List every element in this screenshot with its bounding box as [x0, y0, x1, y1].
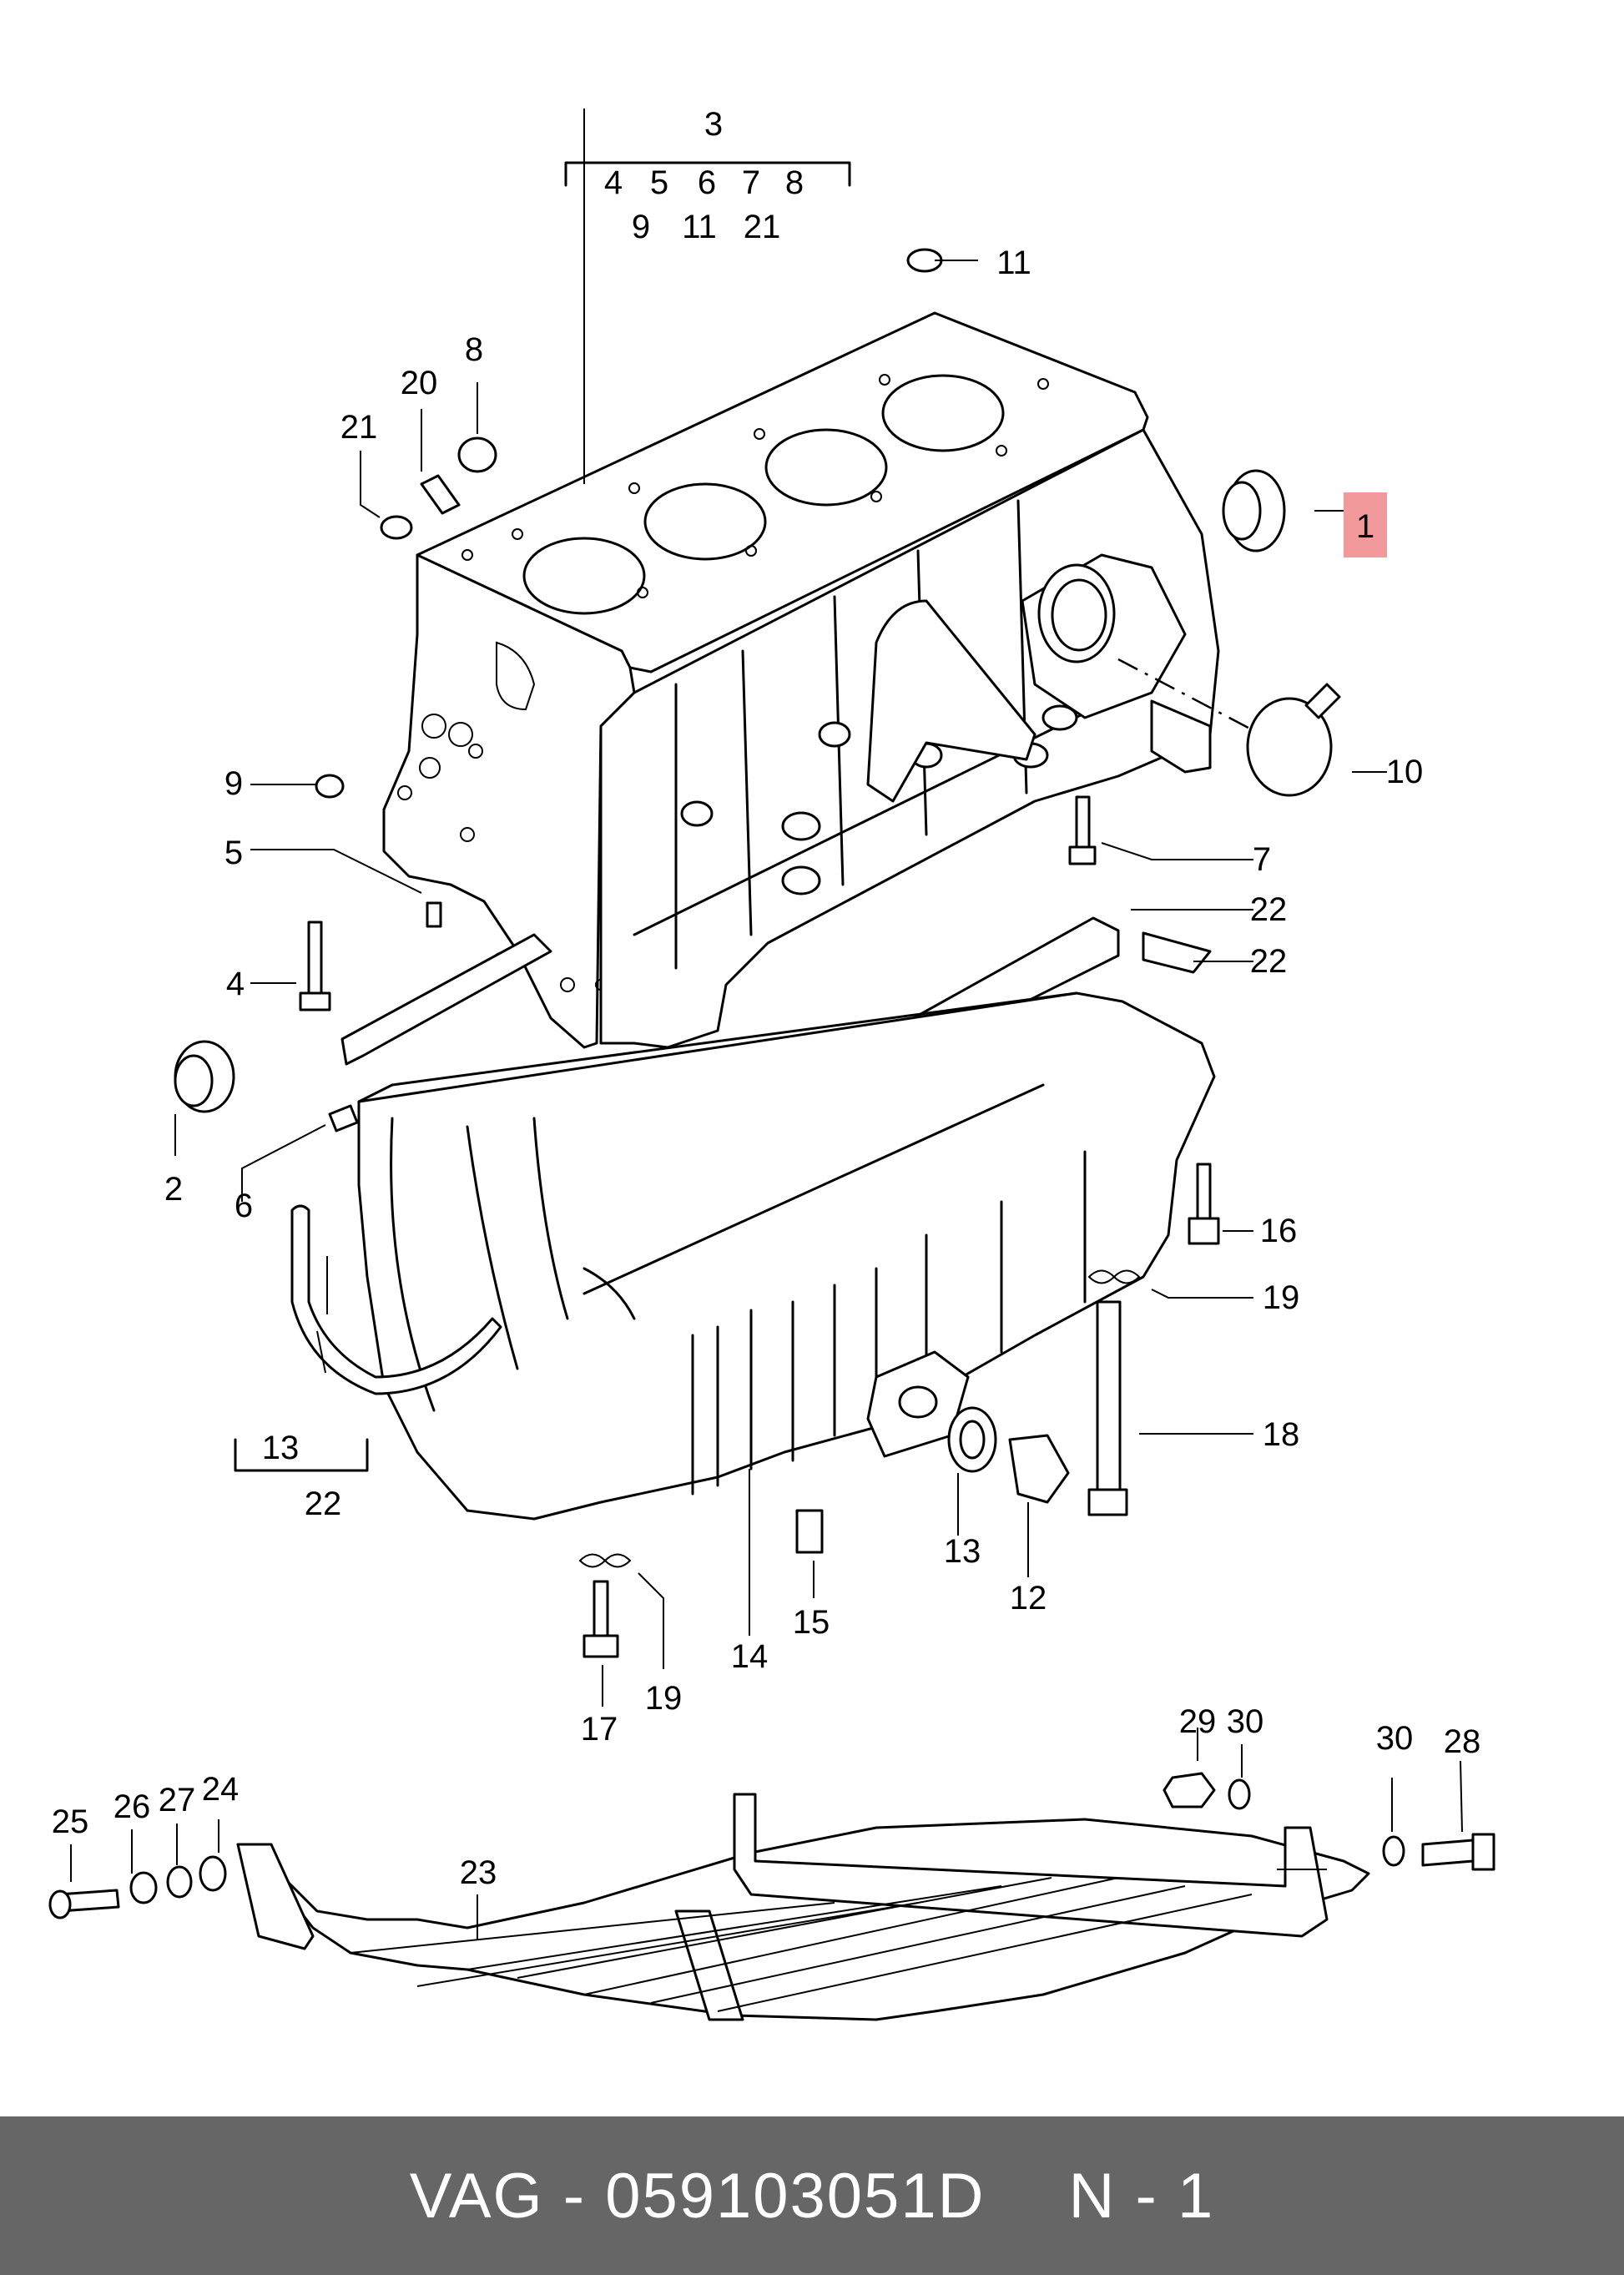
callout-12: 12: [1010, 1580, 1047, 1617]
group-brackets: [234, 161, 851, 1472]
ref-number: 1: [1177, 2160, 1215, 2232]
brand-separator: -: [562, 2160, 587, 2232]
rear-seal-strip: [290, 1204, 502, 1395]
ref-prefix: N: [1068, 2160, 1117, 2232]
callout-24: 24: [202, 1771, 240, 1808]
callout-25: 25: [52, 1803, 89, 1840]
oil-pan: [357, 991, 1216, 1521]
callout-27: 27: [159, 1782, 196, 1818]
callout-29: 29: [1179, 1703, 1217, 1740]
callout-3-group-8: 8: [785, 164, 804, 201]
callout-3-group-9: 9: [632, 209, 650, 245]
exploded-parts-diagram: 1 3 4 5 6 7 8 9 11 21 11 8 20 21 9 5 4 2…: [48, 106, 1495, 2021]
callout-26: 26: [113, 1788, 151, 1825]
callout-11: 11: [996, 245, 1031, 281]
callout-13-left: 13: [262, 1430, 300, 1466]
callout-13-right: 13: [944, 1533, 981, 1570]
callout-22-middle: 22: [1250, 943, 1288, 980]
callout-3-group-4: 4: [604, 164, 623, 201]
callout-7: 7: [1253, 841, 1271, 878]
callout-10: 10: [1386, 754, 1424, 790]
callout-19-bottom: 19: [645, 1680, 683, 1717]
ref-separator: -: [1135, 2160, 1158, 2232]
callout-9: 9: [224, 765, 243, 802]
callout-23: 23: [460, 1854, 497, 1891]
callout-4: 4: [226, 966, 245, 1002]
callout-14: 14: [731, 1638, 769, 1675]
callout-30-right: 30: [1376, 1720, 1414, 1757]
part-number-footer: VAG - 059103051D N - 1: [0, 2116, 1624, 2275]
callout-28: 28: [1444, 1723, 1481, 1760]
brand-label: VAG: [409, 2160, 544, 2232]
callout-3-group-7: 7: [742, 164, 760, 201]
callout-15: 15: [793, 1604, 830, 1641]
callout-5: 5: [224, 835, 243, 871]
oil-pan-baffle: [236, 1793, 1370, 2021]
callout-19-right: 19: [1263, 1279, 1300, 1316]
callout-labels: 1 3 4 5 6 7 8 9 11 21 11 8 20 21 9 5 4 2…: [52, 106, 1481, 1891]
callout-1-highlight: [1344, 492, 1387, 557]
callout-21: 21: [340, 409, 378, 446]
callout-1: 1: [1356, 508, 1374, 545]
callout-3: 3: [704, 106, 723, 143]
engine-block: [382, 311, 1278, 1049]
callout-2: 2: [164, 1171, 183, 1208]
callout-3-group-11: 11: [682, 209, 717, 245]
callout-3-group-6: 6: [698, 164, 716, 201]
callout-30-left: 30: [1227, 1703, 1264, 1740]
callout-20: 20: [401, 365, 438, 401]
callout-18: 18: [1263, 1416, 1300, 1453]
callout-3-group-21: 21: [744, 209, 781, 245]
leader-lines: [70, 108, 1463, 1940]
callout-17: 17: [581, 1711, 618, 1748]
small-parts: [48, 248, 1495, 1919]
callout-6: 6: [235, 1188, 253, 1224]
callout-3-group-5: 5: [650, 164, 668, 201]
callout-22-upper: 22: [1250, 891, 1288, 928]
callout-8: 8: [465, 331, 483, 368]
callout-16: 16: [1260, 1213, 1298, 1249]
part-number-label: VAG - 059103051D N - 1: [410, 2160, 1214, 2232]
callout-22-lower: 22: [305, 1486, 342, 1522]
part-number: 059103051D: [605, 2160, 986, 2232]
